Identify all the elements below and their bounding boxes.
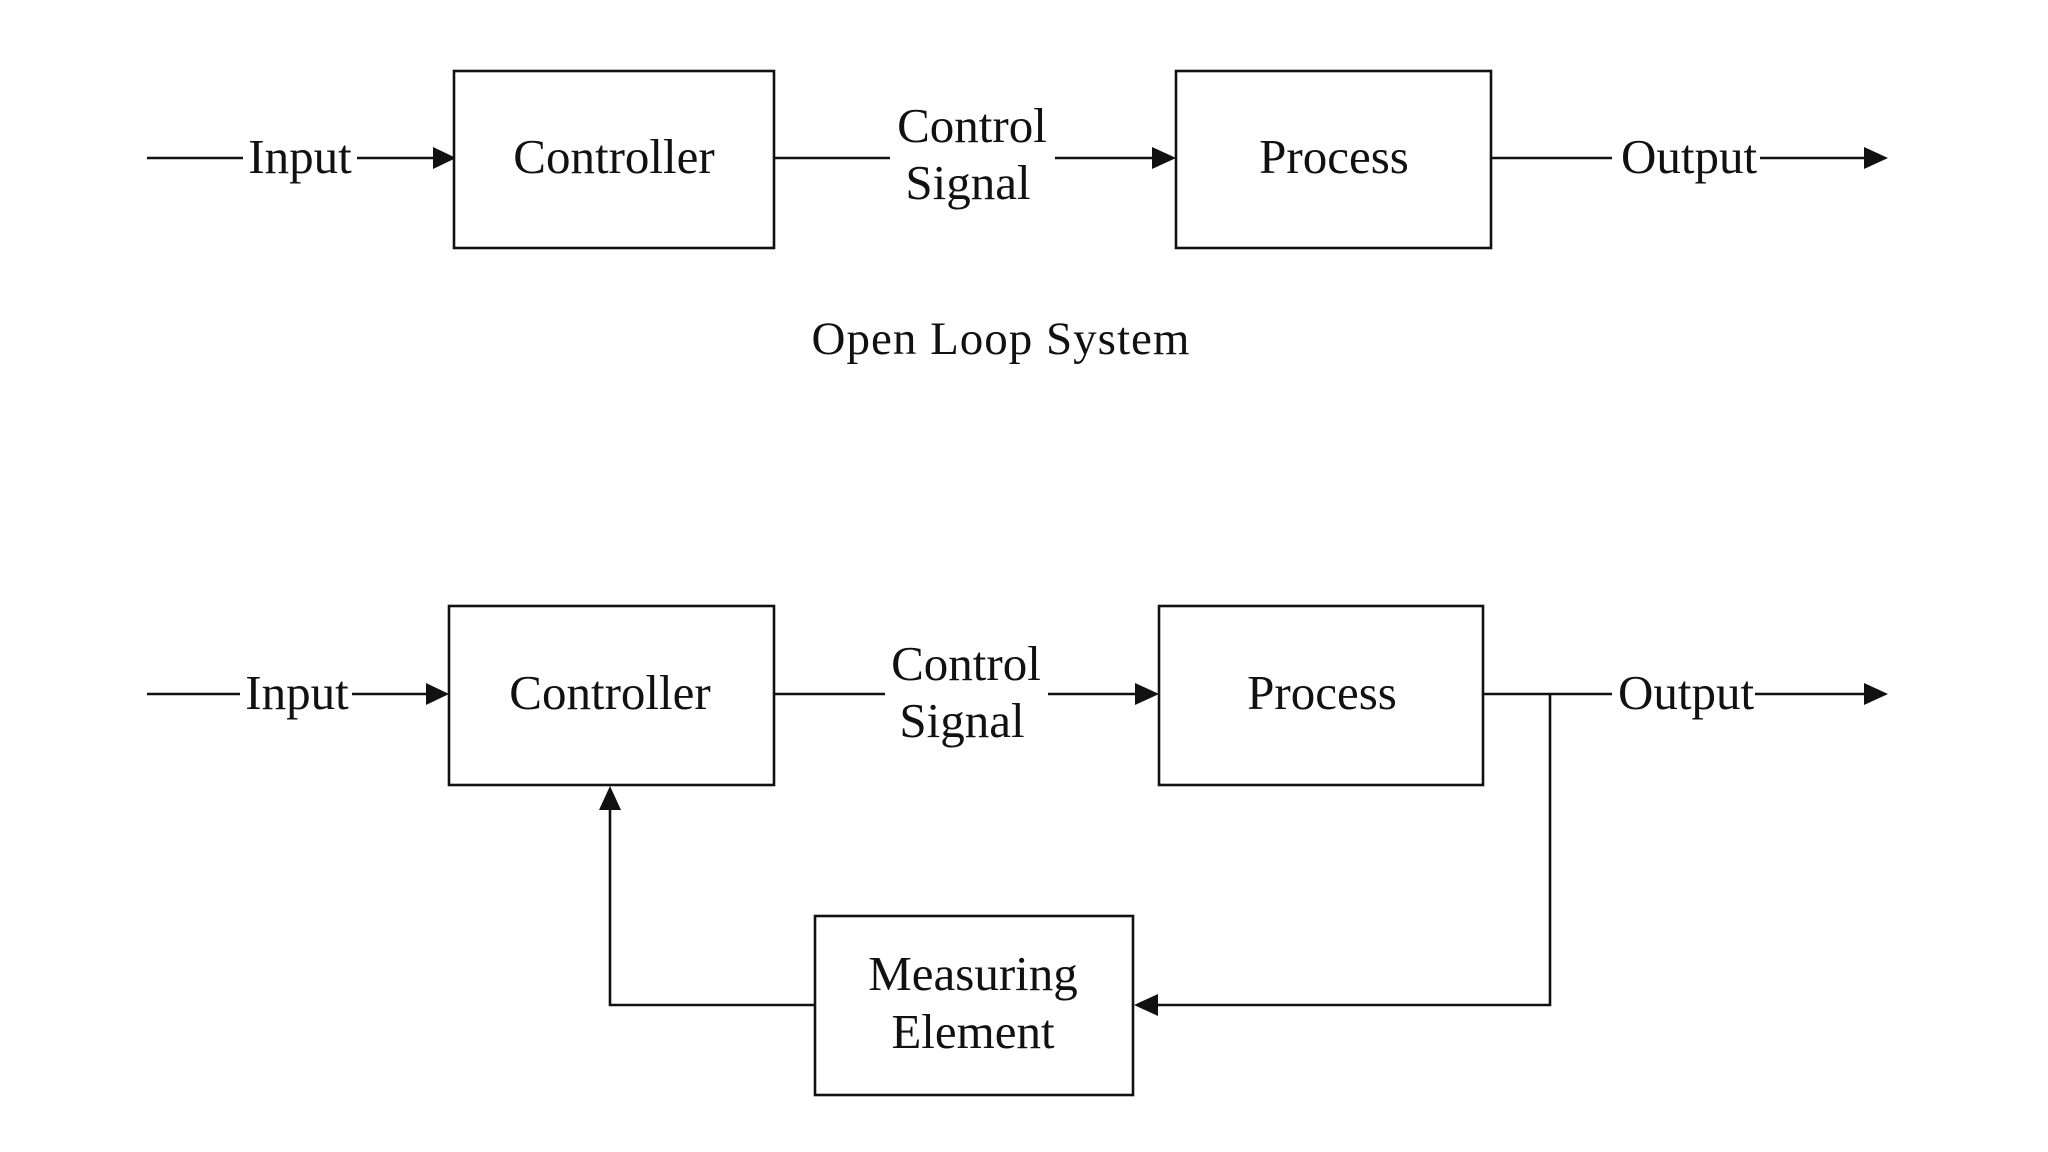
open-controller-label: Controller: [513, 129, 714, 184]
closed-controller-label: Controller: [509, 665, 710, 720]
feedback-line-to-measuring: [1150, 694, 1552, 1007]
open-signal-label-line2: Signal: [905, 155, 1030, 210]
closed-signal-arrowhead: [1135, 683, 1159, 705]
measuring-element-label-line2: Element: [891, 1004, 1055, 1059]
open-loop-caption: Open Loop System: [812, 313, 1191, 365]
feedback-arrowhead-into-measuring: [1134, 994, 1158, 1016]
open-output-arrowhead: [1864, 147, 1888, 169]
open-input-arrowhead: [433, 147, 456, 169]
open-controller-box: [452, 69, 776, 250]
open-input-label: Input: [248, 129, 352, 184]
closed-input-arrowhead: [426, 683, 449, 705]
closed-output-label: Output: [1618, 665, 1755, 720]
closed-signal-label-line1: Control: [891, 636, 1041, 691]
feedback-arrowhead-into-controller: [599, 786, 621, 810]
measuring-element-label-line1: Measuring: [868, 946, 1078, 1001]
closed-process-label: Process: [1247, 665, 1397, 720]
closed-controller-box: [447, 604, 776, 787]
closed-output-arrowhead: [1864, 683, 1888, 705]
closed-process-box: [1157, 604, 1485, 787]
closed-signal-label-line2: Signal: [899, 693, 1024, 748]
open-process-label: Process: [1259, 129, 1409, 184]
closed-input-label: Input: [245, 665, 349, 720]
open-process-box: [1174, 69, 1493, 250]
open-signal-arrowhead: [1152, 147, 1176, 169]
closed-loop-diagram: Input Controller Control Signal Process …: [147, 604, 1888, 1097]
open-loop-diagram: Input Controller Control Signal Process …: [147, 69, 1888, 365]
open-output-label: Output: [1621, 129, 1758, 184]
feedback-line-to-controller: [608, 805, 815, 1007]
open-signal-label-line1: Control: [897, 98, 1047, 153]
